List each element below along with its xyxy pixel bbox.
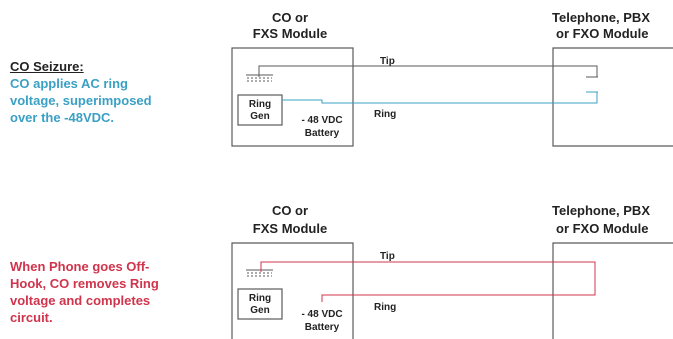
co-fxs-label-top: CO or: [272, 10, 308, 25]
ring-gen-label-bottom: Ring: [249, 293, 271, 304]
tip-line-top: [258, 65, 598, 77]
co-fxs-label-top-line2: FXS Module: [253, 26, 327, 41]
battery-label-top: - 48 VDC: [301, 115, 342, 126]
description-bottom-line: voltage and completes: [10, 293, 151, 308]
co-fxs-label-bottom-line2: FXS Module: [253, 221, 327, 236]
co-module-box-top: [231, 47, 354, 147]
ring-line-top: [282, 92, 598, 104]
ring-gen-box-top: [237, 94, 283, 126]
description-bottom-line: When Phone goes Off-: [10, 259, 150, 274]
description-top-line: over the -48VDC.: [10, 110, 115, 125]
description-top-line: CO applies AC ring: [10, 76, 128, 91]
ring-label-top: Ring: [374, 109, 396, 120]
description-top: CO Seizure: CO applies AC ring voltage, …: [10, 58, 152, 126]
description-bottom: When Phone goes Off- Hook, CO removes Ri…: [10, 258, 159, 326]
phone-module-box-top: [552, 47, 673, 147]
circuit-loop-bottom: [260, 261, 596, 302]
battery-label-top-line2: Battery: [305, 128, 340, 139]
battery-label-bottom-line2: Battery: [305, 322, 340, 333]
description-bottom-line: Hook, CO removes Ring: [10, 276, 159, 291]
battery-label-bottom: - 48 VDC: [301, 309, 342, 320]
ring-gen-label-top: Ring: [249, 99, 271, 110]
tip-label-bottom: Tip: [380, 251, 395, 262]
phone-module-box-bottom: [552, 242, 673, 339]
panel-bottom: CO or FXS Module Telephone, PBX or FXO M…: [231, 203, 673, 339]
description-top-title: CO Seizure:: [10, 59, 84, 74]
telephone-label-bottom: Telephone, PBX: [552, 203, 650, 218]
co-module-box-bottom: [231, 242, 354, 339]
ring-gen-label-top-line2: Gen: [250, 111, 269, 122]
telephone-label-bottom-line2: or FXO Module: [556, 221, 648, 236]
ring-gen-box-bottom: [237, 288, 283, 320]
telephone-label-top: Telephone, PBX: [552, 10, 650, 25]
tip-label-top: Tip: [380, 56, 395, 67]
description-top-line: voltage, superimposed: [10, 93, 152, 108]
description-bottom-line: circuit.: [10, 310, 53, 325]
battery-symbol-bottom: [246, 269, 273, 277]
telephone-label-top-line2: or FXO Module: [556, 26, 648, 41]
ring-label-bottom: Ring: [374, 302, 396, 313]
ring-gen-label-bottom-line2: Gen: [250, 305, 269, 316]
co-fxs-label-bottom: CO or: [272, 203, 308, 218]
panel-top: CO or FXS Module Telephone, PBX or FXO M…: [231, 10, 673, 147]
